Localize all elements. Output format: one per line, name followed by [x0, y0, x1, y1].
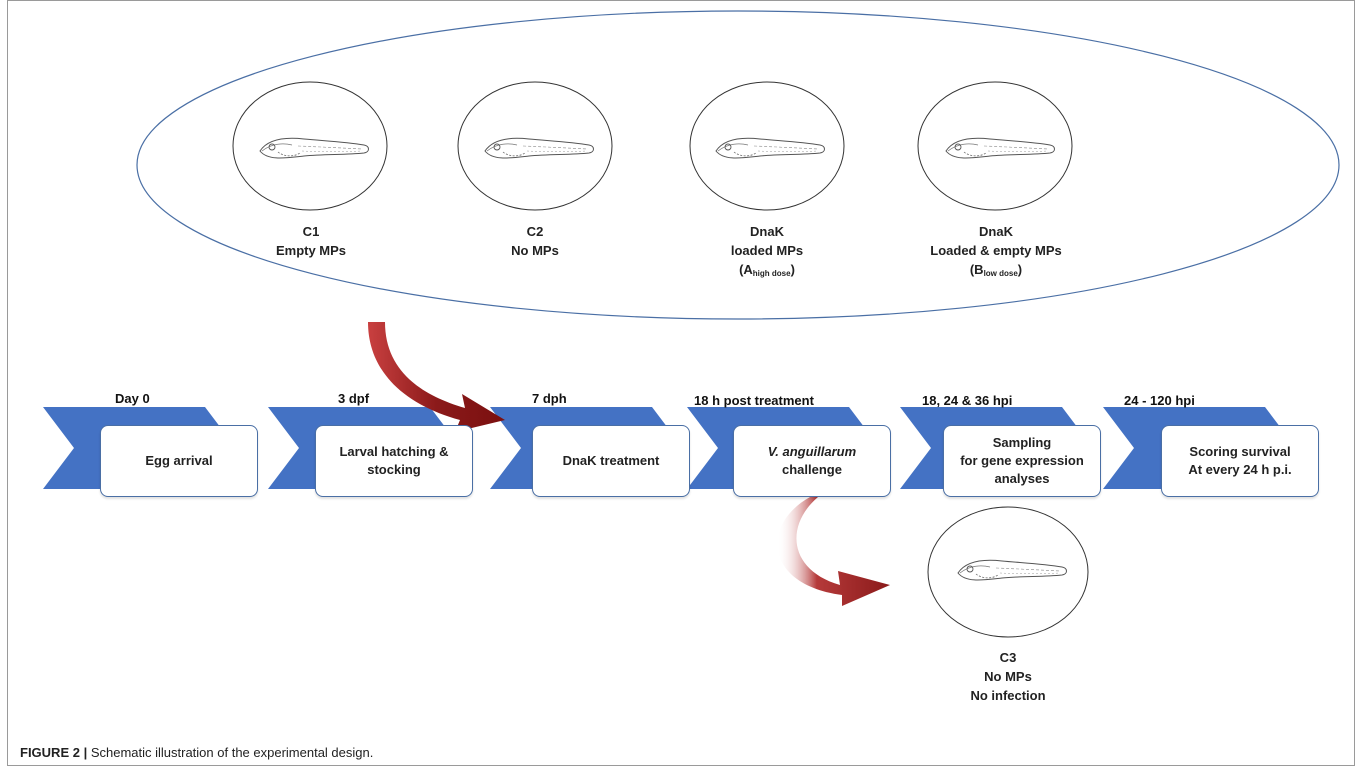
group-a-circle [689, 81, 845, 211]
control-arrow [777, 497, 890, 606]
caption-text: Schematic illustration of the experiment… [87, 745, 374, 760]
step-2-box: Larval hatching &stocking [315, 425, 473, 497]
group-b-circle [917, 81, 1073, 211]
step-3-box: DnaK treatment [532, 425, 690, 497]
step-5-label: 18, 24 & 36 hpi [922, 393, 1013, 408]
step-2-label: 3 dpf [338, 391, 370, 406]
group-c1-circle [232, 81, 388, 211]
step-1-box: Egg arrival [100, 425, 258, 497]
step-4-label: 18 h post treatment [694, 393, 814, 408]
figure-frame [7, 0, 1355, 766]
larva-icon-c2 [484, 137, 594, 159]
figure-caption: FIGURE 2 | Schematic illustration of the… [20, 745, 373, 760]
group-c3-circle [927, 506, 1089, 638]
caption-prefix: FIGURE 2 | [20, 745, 88, 760]
treatment-groups-ellipse [136, 10, 1340, 320]
step-6-label: 24 - 120 hpi [1124, 393, 1195, 408]
larva-icon-c3 [957, 559, 1067, 581]
treatment-arrow [368, 322, 505, 432]
step-1-label: Day 0 [115, 391, 150, 406]
larva-icon-c1 [259, 137, 369, 159]
group-c2-circle [457, 81, 613, 211]
larva-icon-b [945, 137, 1055, 159]
larva-icon-a [715, 137, 825, 159]
step-3-label: 7 dph [532, 391, 567, 406]
